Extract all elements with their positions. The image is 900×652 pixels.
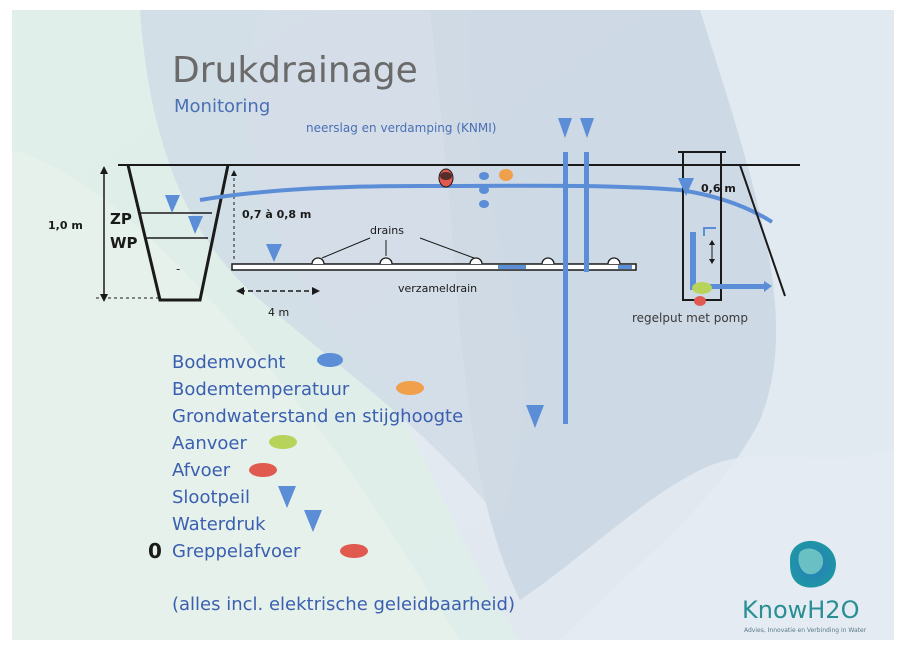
- piezometer-tube-1: [563, 152, 568, 424]
- verzameldrain-label: verzameldrain: [398, 282, 477, 295]
- spacing-label: 4 m: [268, 306, 289, 319]
- ditch-triangle-2: [188, 216, 203, 234]
- legend-triangle-slootpeil: [278, 486, 296, 508]
- knmi-triangle-1: [558, 118, 572, 138]
- bg-shape-light-green: [12, 150, 460, 640]
- legend-afvoer: Afvoer: [172, 460, 231, 481]
- depth-total-label: 1,0 m: [48, 219, 83, 232]
- legend-ellipse-orange: [396, 381, 424, 395]
- sensor-orange: [499, 169, 513, 181]
- legend-bodemtemperatuur: Bodemtemperatuur: [172, 379, 350, 400]
- drain-triangle: [266, 244, 282, 262]
- sensor-blue-2: [479, 186, 489, 194]
- knowh2o-logo: KnowH2O Advies, Innovatie en Verbinding …: [742, 540, 867, 634]
- bg-shape-right: [560, 10, 894, 640]
- logo-tagline: Advies, Innovatie en Verbinding in Water: [744, 627, 867, 634]
- sensor-blue-1: [479, 172, 489, 180]
- wp-label: WP: [110, 234, 138, 252]
- legend-triangle-grondwater: [526, 405, 544, 428]
- legend-greppelafvoer: Greppelafvoer: [172, 541, 301, 562]
- ditch-outline: [126, 164, 230, 302]
- groundwater-curve: [199, 183, 774, 224]
- legend-ellipse-green: [269, 435, 297, 449]
- legend-slootpeil: Slootpeil: [172, 487, 250, 508]
- knmi-triangle-2: [580, 118, 594, 138]
- legend-ellipse-blue: [317, 353, 343, 367]
- legend-waterdruk: Waterdruk: [172, 514, 266, 535]
- ditch-triangle-1: [165, 195, 180, 213]
- logo-text: KnowH2O: [742, 596, 859, 624]
- zp-label: ZP: [110, 210, 132, 228]
- sensor-blue-3: [479, 200, 489, 208]
- field-edge-right: [720, 164, 786, 297]
- put-triangle: [678, 178, 694, 196]
- legend-triangle-waterdruk: [304, 510, 322, 532]
- legend-bodemvocht: Bodemvocht: [172, 352, 285, 373]
- put-depth-label: 0,6 m: [701, 182, 736, 195]
- verzameldrain-pipe: [231, 263, 637, 271]
- footnote: (alles incl. elektrische geleidbaarheid): [172, 594, 515, 615]
- drains-label: drains: [370, 224, 404, 237]
- neerslag-label: neerslag en verdamping (KNMI): [306, 121, 496, 135]
- legend-aanvoer: Aanvoer: [172, 433, 247, 454]
- ditch-minus: -: [176, 262, 180, 276]
- put-pipe: [690, 232, 696, 290]
- drain-depth-label: 0,7 à 0,8 m: [242, 208, 311, 221]
- sensor-afvoer: [694, 296, 706, 306]
- legend-ellipse-red-2: [340, 544, 368, 558]
- regelput-label: regelput met pomp: [632, 311, 748, 325]
- piezometer-tube-2: [584, 152, 589, 272]
- legend-greppel-prefix: 0: [148, 539, 162, 563]
- legend-ellipse-red: [249, 463, 277, 477]
- legend: Bodemvocht Bodemtemperatuur Grondwaterst…: [148, 352, 544, 563]
- legend-grondwaterstand: Grondwaterstand en stijghoogte: [172, 406, 463, 427]
- sensor-aanvoer: [692, 282, 712, 294]
- page-subtitle: Monitoring: [174, 96, 270, 117]
- drain-circles: [311, 257, 621, 265]
- page-title: Drukdrainage: [172, 50, 418, 91]
